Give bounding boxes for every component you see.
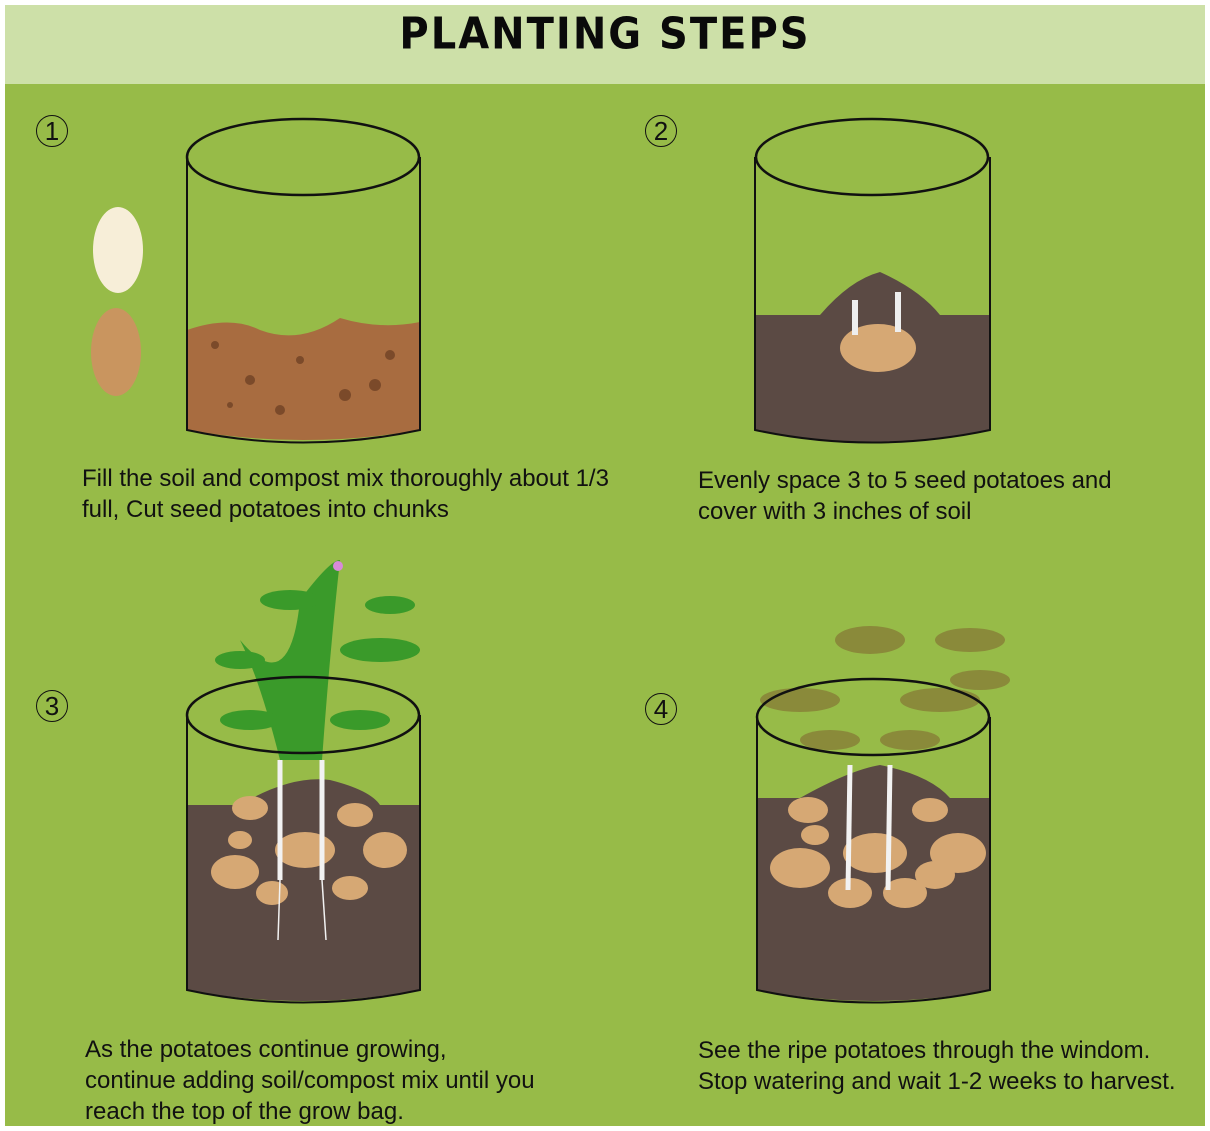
step-4-caption: See the ripe potatoes through the windom…: [698, 1037, 1176, 1095]
step-number-1: 1: [36, 115, 68, 147]
step-1-caption: Fill the soil and compost mix thoroughly…: [82, 465, 609, 523]
header-banner: PLANTING STEPS: [5, 5, 1205, 84]
page-title: PLANTING STEPS: [399, 8, 811, 60]
step-number-4: 4: [645, 693, 677, 725]
step-2-grow-bag-illustration: [754, 117, 991, 444]
step-number-2: 2: [645, 115, 677, 147]
step-3-grow-bag-illustration: [185, 560, 421, 1004]
step-4-grow-bag-illustration: [755, 626, 1010, 1004]
cut-potato-icon: [93, 207, 143, 293]
step-2-caption: Evenly space 3 to 5 seed potatoes and co…: [698, 467, 1112, 525]
step-1-grow-bag-illustration: [91, 117, 421, 444]
seed-potato-icon: [91, 308, 141, 396]
step-3-caption: As the potatoes continue growing, contin…: [85, 1036, 535, 1125]
step-number-3: 3: [36, 690, 68, 722]
